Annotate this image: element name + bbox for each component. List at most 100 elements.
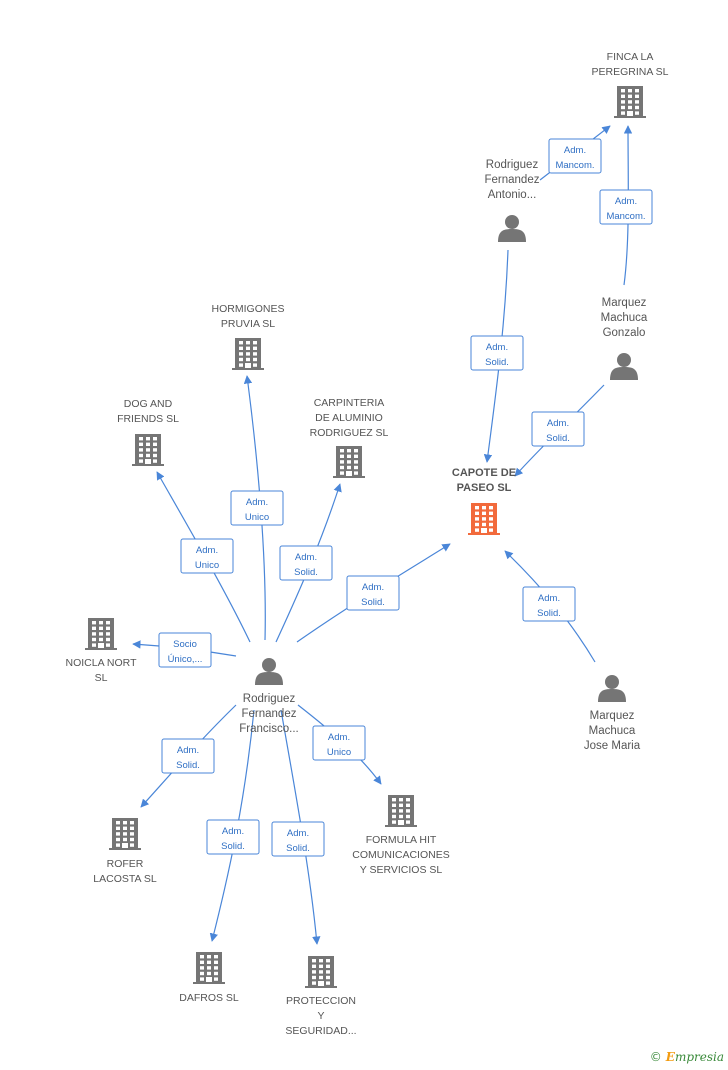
person-body	[610, 367, 638, 380]
building-window	[399, 814, 403, 819]
building-window	[354, 465, 358, 470]
edge-label[interactable]: Adm.Unico	[312, 725, 366, 761]
edge-label[interactable]: SocioÚnico,...	[158, 632, 212, 668]
brand-initial: E	[665, 1050, 675, 1064]
edge-label-box	[548, 138, 602, 174]
building-base	[614, 116, 646, 118]
node-label: Machuca	[601, 312, 648, 324]
building-window	[392, 803, 396, 807]
building-window	[489, 511, 493, 515]
building-window	[475, 511, 479, 515]
edge-label-text: Adm.	[222, 826, 244, 837]
edge-label[interactable]: Adm.Solid.	[161, 738, 215, 774]
building-window	[139, 453, 143, 458]
building-window	[130, 826, 134, 830]
building-window	[326, 981, 330, 985]
edge-label-text: Solid.	[176, 760, 200, 771]
edge-label[interactable]: Adm.Mancom.	[548, 138, 602, 174]
edge-e6: Adm. Solid.	[296, 543, 451, 643]
edge-label-text: Solid.	[286, 843, 310, 854]
node-label: Antonio...	[488, 189, 537, 201]
person-head	[617, 353, 631, 367]
building-window	[635, 111, 639, 115]
edge-label-box	[161, 738, 215, 774]
building-window	[354, 460, 358, 464]
edge-label-text: Socio	[173, 639, 197, 650]
edge-label-text: Solid.	[361, 597, 385, 608]
edge-label[interactable]: Adm.Solid.	[206, 819, 260, 855]
node-label: Marquez	[602, 297, 647, 309]
edge-label-text: Unico	[245, 512, 269, 523]
edge-label-text: Adm.	[538, 593, 560, 604]
edge-label-box	[271, 821, 325, 857]
edge-label[interactable]: Adm. Solid.	[346, 575, 400, 611]
building-window	[207, 960, 211, 964]
node-rod_francisco[interactable]: RodriguezFernandezFrancisco...	[239, 658, 299, 735]
building-window	[399, 803, 403, 807]
node-proteccion[interactable]: PROTECCIONYSEGURIDAD...	[285, 956, 357, 1037]
building-window	[214, 971, 218, 976]
building-window	[92, 626, 96, 630]
edge-label[interactable]: Adm.Solid.	[271, 821, 325, 857]
node-label: Fernandez	[485, 174, 540, 186]
building-door	[206, 977, 212, 982]
node-label: Gonzalo	[603, 327, 646, 339]
building-window	[475, 522, 479, 527]
person-icon	[255, 658, 283, 685]
building-window	[116, 821, 120, 825]
building-window	[200, 966, 204, 970]
building-window	[123, 837, 127, 842]
node-dafros[interactable]: DAFROS SL	[179, 952, 239, 1004]
edge-label[interactable]: Adm.Unico	[230, 490, 284, 526]
building-window	[200, 971, 204, 976]
building-window	[347, 460, 351, 464]
node-label: Y	[317, 1010, 324, 1022]
edge-e14: Adm.Unico	[297, 704, 382, 785]
node-label: RODRIGUEZ SL	[310, 427, 389, 439]
edge-label[interactable]: Adm.Solid.	[279, 545, 333, 581]
node-label: ROFER	[107, 858, 144, 870]
edge-label[interactable]: Adm.Solid.	[531, 411, 585, 447]
building-window	[200, 977, 204, 981]
edge-label-box	[158, 632, 212, 668]
edge-label[interactable]: Adm.Solid.	[522, 586, 576, 622]
building-window	[200, 955, 204, 959]
node-rofer[interactable]: ROFER LACOSTA SL	[93, 818, 157, 885]
edge-label[interactable]: Adm.Solid.	[470, 335, 524, 371]
edge-label[interactable]: Adm.Unico	[180, 538, 234, 574]
building-window	[326, 975, 330, 980]
building-icon	[333, 446, 365, 478]
node-capote[interactable]: CAPOTE DE PASEO SL	[452, 467, 516, 535]
building-base	[132, 464, 164, 466]
building-window	[326, 964, 330, 968]
building-window	[340, 465, 344, 470]
footer-brand: ©Empresia	[650, 1050, 724, 1064]
building-window	[239, 352, 243, 356]
node-label: Marquez	[590, 710, 635, 722]
node-rod_antonio[interactable]: RodriguezFernandezAntonio...	[485, 159, 540, 242]
node-label: PRUVIA SL	[221, 318, 275, 330]
edge-e5: Adm.Solid.	[504, 550, 596, 663]
edge-label-box	[279, 545, 333, 581]
building-window	[153, 453, 157, 458]
node-label: CAPOTE DE	[452, 467, 516, 479]
person-head	[605, 675, 619, 689]
node-label: FRIENDS SL	[117, 413, 179, 425]
edge-label-text: Adm.	[362, 582, 384, 593]
building-window	[312, 975, 316, 980]
building-window	[628, 89, 632, 93]
building-base	[333, 476, 365, 478]
node-label: PASEO SL	[457, 482, 512, 494]
node-label: LACOSTA SL	[93, 873, 157, 885]
edge-label[interactable]: Adm.Mancom.	[599, 189, 653, 225]
building-window	[340, 454, 344, 458]
edge-e12: Adm.Solid.	[206, 709, 260, 942]
